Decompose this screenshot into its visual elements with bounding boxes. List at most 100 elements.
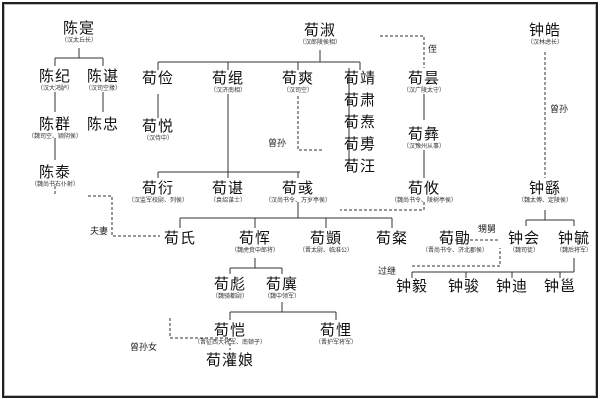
person-name: 钟邕 xyxy=(543,277,577,295)
person-chen-zhong: 陈忠 xyxy=(87,116,119,133)
line-xun-yu-children xyxy=(179,202,393,228)
person-name: 钟毓 xyxy=(557,229,591,247)
person-xun-jing: 荀靖 xyxy=(344,70,376,87)
person-title: （晋征西大将军、南顿子） xyxy=(193,339,267,346)
line-zhong-yao xyxy=(525,210,575,226)
person-xun-can: 荀粲 xyxy=(376,230,408,247)
person-chen-ji: 陈纪 （汉大鸿胪） xyxy=(37,68,73,93)
line-xun-you xyxy=(340,202,425,211)
person-title: （魏尚书右仆射） xyxy=(30,181,80,188)
person-xun-yu: 荀彧 （汉尚书令、万岁亭侯） xyxy=(265,180,331,205)
person-xun-shuang: 荀爽 （汉司空） xyxy=(282,70,314,95)
label-great-grand-daughter: 曾孙女 xyxy=(130,343,158,353)
label-maternal-uncle-nephew: 甥舅 xyxy=(478,225,497,235)
person-xun-shu: 荀淑 （汉郎陵侯相） xyxy=(299,22,341,47)
person-zhong-hui: 钟会 （魏司徒） xyxy=(508,230,540,255)
person-zhong-yu: 钟毓 （魏后将军） xyxy=(556,230,592,255)
person-zhong-yong: 钟迪 xyxy=(496,278,528,295)
person-title: （魏骑都尉） xyxy=(211,293,249,300)
person-xun-yi2: 荀顗 （晋太尉、临淮公） xyxy=(299,230,353,255)
person-chen-shi: 陈寔 （汉太丘长） xyxy=(61,20,97,45)
person-xun-shi: 荀氏 xyxy=(164,230,196,247)
person-name: 陈泰 xyxy=(38,163,72,181)
person-name: 荀恺 xyxy=(213,321,247,339)
person-title: （魏虎贲中郎将） xyxy=(230,247,280,254)
person-title: （汉司空掾） xyxy=(84,85,122,92)
person-title: （汉尚书令、万岁亭侯） xyxy=(264,197,332,204)
person-name: 荀淑 xyxy=(303,21,337,39)
person-name: 陈忠 xyxy=(86,115,120,133)
person-xun-yi: 荀彝 （汉豫州从事） xyxy=(403,126,445,151)
label-husband-wife: 夫妻 xyxy=(90,227,109,237)
line-xun-yu-branch xyxy=(157,171,300,178)
person-chen-chen: 陈谌 （汉司空掾） xyxy=(85,68,121,93)
line-great-grand-daughter xyxy=(169,318,231,350)
person-xun-jian: 荀俭 xyxy=(142,70,174,87)
person-title: （袁绍谋士） xyxy=(209,197,247,204)
person-name: 荀汪 xyxy=(343,157,377,175)
person-title: （魏后将军） xyxy=(555,247,593,254)
person-title: （汉司空） xyxy=(282,87,314,94)
person-xun-yue: 荀悦 （汉侍中） xyxy=(142,118,174,143)
person-title: （汉太丘长） xyxy=(60,37,98,44)
person-title: （汉郎陵侯相） xyxy=(298,39,342,46)
person-name: 荀攸 xyxy=(407,179,441,197)
person-name: 荀恽 xyxy=(238,229,272,247)
person-name: 钟繇 xyxy=(528,179,562,197)
person-name: 钟皓 xyxy=(528,21,562,39)
person-xun-chen: 荀谌 （袁绍谋士） xyxy=(210,180,246,205)
person-title: （晋太尉、临淮公） xyxy=(298,247,354,254)
person-name: 荀彪 xyxy=(213,275,247,293)
person-name: 钟骏 xyxy=(447,277,481,295)
person-title: （魏太傅、定陵侯） xyxy=(517,197,573,204)
label-nephew: 侄 xyxy=(428,45,438,55)
line-zhong-yu xyxy=(411,258,575,278)
person-name: 荀谌 xyxy=(211,179,245,197)
person-name: 荀粲 xyxy=(375,229,409,247)
person-title: （魏中领军） xyxy=(263,293,301,300)
line-nephew xyxy=(380,35,425,68)
person-title: （魏尚书令、陵树亭侯） xyxy=(390,197,458,204)
person-title: （汉侍中） xyxy=(142,135,174,142)
person-name: 荀俭 xyxy=(141,69,175,87)
person-name: 陈纪 xyxy=(38,67,72,85)
person-xun-sun: 荀旉 xyxy=(344,136,376,153)
person-xun-su: 荀肃 xyxy=(344,92,376,109)
line-great-grandson-xun xyxy=(297,96,322,151)
person-name: 陈群 xyxy=(38,115,72,133)
person-name: 陈谌 xyxy=(86,67,120,85)
person-xun-kui: 荀悝 （晋护军将军） xyxy=(315,322,357,347)
person-title: （汉济南相） xyxy=(209,87,247,94)
person-chen-qun: 陈群 （魏司空、颍阴侯） xyxy=(28,116,82,141)
person-title: （汉豫州从事） xyxy=(402,143,446,150)
person-name: 荀绲 xyxy=(211,69,245,87)
person-name: 荀顗 xyxy=(309,229,343,247)
label-great-grandson-zhong: 曾孙 xyxy=(550,105,569,115)
person-xun-kai: 荀恺 （晋征西大将军、南顿子） xyxy=(194,322,266,347)
person-xun-tan: 荀昙 （汉广陵太守） xyxy=(403,70,445,95)
person-name: 钟毅 xyxy=(395,277,429,295)
person-xun-biao: 荀彪 （魏骑都尉） xyxy=(212,276,248,301)
person-name: 荀靖 xyxy=(343,69,377,87)
person-xun-tao: 荀焘 xyxy=(344,114,376,131)
person-title: （晋护军将军） xyxy=(314,339,358,346)
line-xun-yi3 xyxy=(229,302,337,320)
person-zhong-yao: 钟繇 （魏太傅、定陵侯） xyxy=(518,180,572,205)
person-name: 钟会 xyxy=(507,229,541,247)
person-xun-wang: 荀汪 xyxy=(344,158,376,175)
person-name: 荀彧 xyxy=(281,179,315,197)
person-name: 荀肃 xyxy=(343,91,377,109)
line-husband-wife xyxy=(88,195,160,237)
person-name: 钟迪 xyxy=(495,277,529,295)
person-name: 荀彝 xyxy=(407,125,441,143)
person-name: 荀悝 xyxy=(319,321,353,339)
person-xun-guanniang: 荀灌娘 xyxy=(206,352,254,369)
person-title: （汉监军校尉、列侯） xyxy=(127,197,189,204)
person-zhong-hao: 钟皓 （汉林虑长） xyxy=(527,22,563,47)
person-title: （晋尚书令、济北郡侯） xyxy=(421,247,489,254)
person-xun-xu: 荀勖 （晋尚书令、济北郡侯） xyxy=(422,230,488,255)
person-xun-you: 荀攸 （魏尚书令、陵树亭侯） xyxy=(391,180,457,205)
person-name: 荀勖 xyxy=(438,229,472,247)
